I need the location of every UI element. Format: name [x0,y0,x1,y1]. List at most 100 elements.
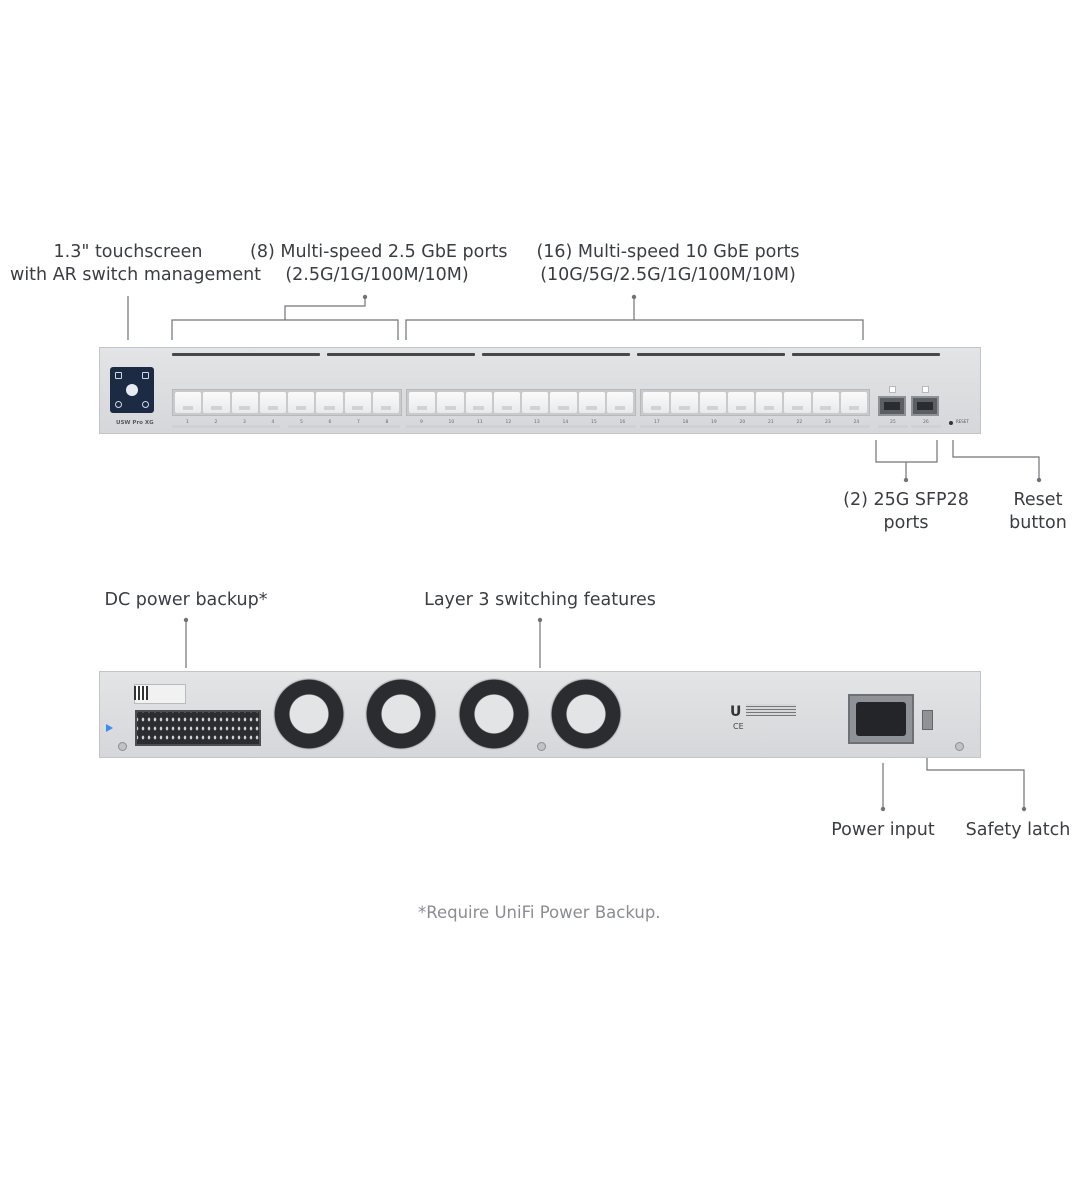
regulatory-text [746,704,796,716]
port-underline [878,425,908,428]
port-group-25gbe [172,389,402,416]
port-number: 6 [328,420,332,425]
rj45-port[interactable] [259,392,286,413]
rj45-port[interactable] [671,392,698,413]
screw-icon [118,742,127,751]
settings-icon [142,401,149,408]
port-number: 11 [477,420,483,425]
sfp-led [922,386,929,393]
port-number: 17 [654,420,660,425]
rj45-port[interactable] [643,392,670,413]
rj45-port[interactable] [316,392,343,413]
qr-code-icon [134,686,148,700]
rj45-port[interactable] [578,392,605,413]
port-underline [640,425,870,428]
footnote: *Require UniFi Power Backup. [418,903,661,922]
port-underline [406,425,636,428]
sfp28-port-25[interactable] [878,396,906,416]
port-underline [288,425,400,428]
rj45-port[interactable] [699,392,726,413]
rj45-port[interactable] [840,392,867,413]
port-number: 20 [739,420,746,425]
rear-panel: U CE [99,671,981,758]
dc-power-connector[interactable] [135,710,261,746]
port-group-10gbe-b [640,389,870,416]
rj45-port[interactable] [606,392,633,413]
sfp-number: 25 [890,420,896,425]
certification-marks-icon: CE [733,722,744,731]
port-number: 22 [796,420,803,425]
port-number: 18 [682,420,689,425]
port-number: 3 [243,420,246,425]
port-number: 10 [448,420,455,425]
screw-icon [537,742,546,751]
rj45-port[interactable] [812,392,839,413]
fan-icon [550,678,622,750]
label-safety-latch: Safety latch [965,820,1071,840]
safety-latch-leader [926,758,1025,808]
rj45-port[interactable] [727,392,754,413]
port-number: 24 [853,420,860,425]
fan-icon [365,678,437,750]
rj45-port[interactable] [784,392,811,413]
ubiquiti-logo-icon: U [730,704,742,720]
reset-text: RESET [956,419,969,424]
label-layer3: Layer 3 switching features [424,590,656,610]
touchscreen-display[interactable] [110,367,154,413]
ports-10gbe-bracket [405,319,864,340]
port-number: 12 [505,420,512,425]
port-number: 21 [768,420,774,425]
port-underline [911,425,941,428]
fan-icon [273,678,345,750]
ports-25gbe-bracket [171,319,399,340]
rj45-port[interactable] [550,392,577,413]
port-number: 8 [385,420,389,425]
network-icon [115,372,122,379]
port-number: 2 [214,420,218,425]
rj45-port[interactable] [522,392,549,413]
vent-slot [482,353,630,356]
sfp28-port-26[interactable] [911,396,939,416]
port-number: 1 [186,420,189,425]
rj45-port[interactable] [175,392,202,413]
rj45-port[interactable] [372,392,399,413]
port-number: 16 [619,420,626,425]
screw-icon [955,742,964,751]
port-number: 7 [357,420,360,425]
port-underline [172,425,280,428]
reset-button[interactable] [949,421,953,425]
label-ports-10gbe: (16) Multi-speed 10 GbE ports(10G/5G/2.5… [536,242,800,285]
rj45-port[interactable] [437,392,464,413]
reset-leader [952,440,1040,479]
dc-indicator-icon [106,724,113,732]
rj45-port[interactable] [409,392,436,413]
safety-latch[interactable] [922,710,933,730]
port-number: 9 [420,420,423,425]
rj45-port[interactable] [493,392,520,413]
rj45-port[interactable] [756,392,783,413]
clock-icon [115,401,122,408]
label-dc-backup: DC power backup* [104,590,268,610]
device-icon [142,372,149,379]
port-number: 23 [825,420,831,425]
ac-power-inlet[interactable] [848,694,914,744]
port-number: 5 [300,420,303,425]
rj45-port[interactable] [465,392,492,413]
sfp-led [889,386,896,393]
port-number: 15 [591,420,597,425]
model-label: USW Pro XG [116,420,154,426]
rj45-port[interactable] [344,392,371,413]
vent-slot [637,353,785,356]
center-button-icon [126,384,138,396]
rj45-port[interactable] [288,392,315,413]
rj45-port[interactable] [203,392,230,413]
port-group-10gbe-a [406,389,636,416]
port-number: 19 [711,420,717,425]
vent-slot [792,353,940,356]
rj45-port[interactable] [231,392,258,413]
